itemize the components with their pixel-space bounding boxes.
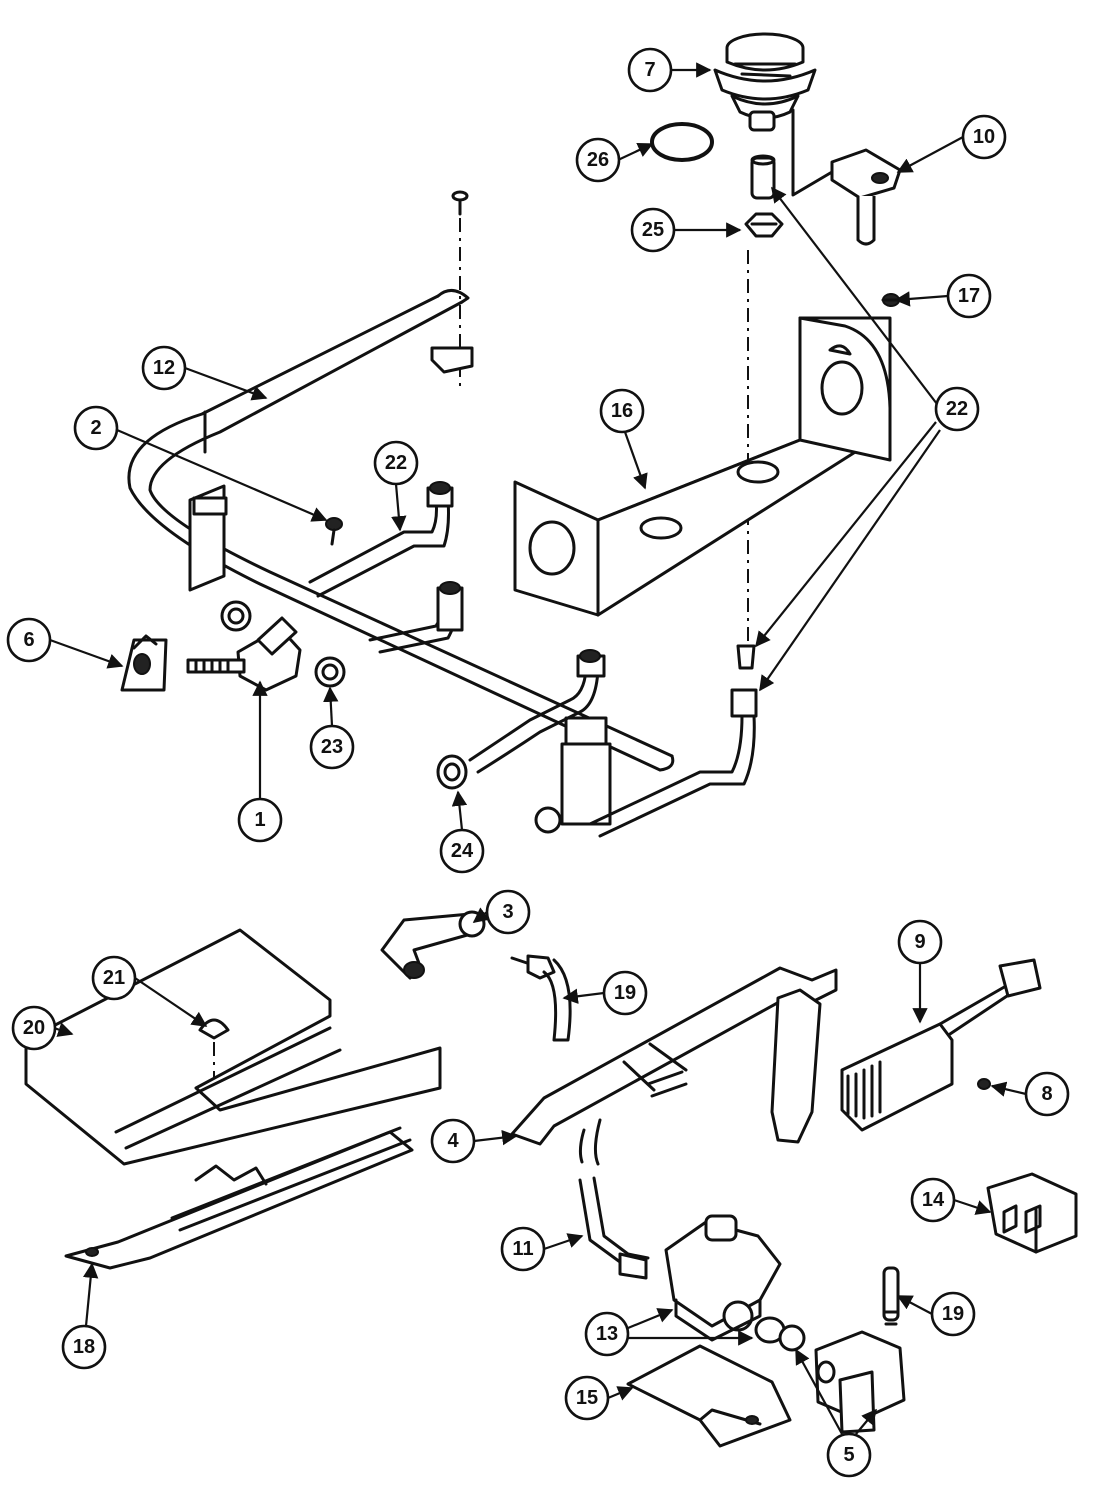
callout-2: 2 [73, 405, 119, 451]
callout-23: 23 [309, 724, 355, 770]
svg-text:9: 9 [914, 931, 925, 953]
svg-text:5: 5 [843, 1444, 854, 1466]
spring-clip-part [120, 634, 168, 692]
callout-11: 11 [500, 1226, 546, 1272]
safety-valve-part [814, 1330, 906, 1434]
broil-burner-part [64, 1126, 414, 1270]
tube-19-upper-part [510, 954, 572, 1042]
svg-text:2: 2 [90, 417, 101, 439]
burner-tube-4-part [588, 644, 758, 838]
callout-22-right: 22 [934, 386, 980, 432]
callout-group: 1 2 3 4 5 5 6 7 8 9 10 11 12 13 13 14 15… [6, 47, 1070, 1478]
manifold-pipe-part [127, 289, 675, 826]
callout-6: 6 [6, 617, 52, 663]
elbow-fitting-part [380, 910, 486, 980]
callout-19-upper: 19 [602, 970, 648, 1016]
tube-19-lower-part [882, 1266, 900, 1326]
svg-text:12: 12 [153, 357, 175, 379]
burner-tube-1-part [308, 481, 454, 598]
callout-17: 17 [946, 273, 992, 319]
oven-burner-part [510, 966, 838, 1166]
svg-text:7: 7 [644, 59, 655, 81]
svg-text:25: 25 [642, 219, 664, 241]
electrode-bracket-part [791, 108, 902, 246]
svg-text:26: 26 [587, 149, 609, 171]
heat-shield-part [24, 928, 442, 1166]
svg-text:22: 22 [385, 452, 407, 474]
switch-part [986, 1172, 1078, 1254]
callout-19-lower: 19 [930, 1291, 976, 1337]
top-burner-part [713, 32, 817, 132]
svg-text:21: 21 [103, 967, 125, 989]
svg-text:16: 16 [611, 400, 633, 422]
svg-text:18: 18 [73, 1336, 95, 1358]
callout-3: 3 [485, 889, 531, 935]
svg-text:13: 13 [596, 1323, 618, 1345]
callout-22-left: 22 [373, 440, 419, 486]
callout-14: 14 [910, 1177, 956, 1223]
callout-13: 13 [584, 1311, 630, 1357]
callout-5: 5 [826, 1432, 872, 1478]
o-ring-part [650, 122, 714, 162]
svg-text:11: 11 [512, 1238, 533, 1260]
svg-text:14: 14 [922, 1189, 945, 1211]
valve-part [186, 616, 302, 692]
callout-21: 21 [91, 955, 137, 1001]
bracket-plate-part [626, 1344, 792, 1448]
burner-bracket-part [513, 316, 892, 617]
svg-text:17: 17 [958, 285, 980, 307]
burner-tube-3-part [468, 649, 606, 774]
fitting-nut-24-part [436, 754, 468, 790]
fitting-nut-23-part [314, 656, 346, 688]
svg-text:23: 23 [321, 736, 343, 758]
svg-text:6: 6 [23, 629, 34, 651]
callout-10: 10 [961, 114, 1007, 160]
ignition-module-part [840, 958, 1042, 1132]
svg-text:8: 8 [1041, 1083, 1052, 1105]
callout-24: 24 [439, 828, 485, 874]
callout-7: 7 [627, 47, 673, 93]
orifice-holder-part [750, 154, 776, 200]
connector-fitting-part [754, 1316, 806, 1352]
manifold-screw-part [325, 517, 343, 546]
tube-11-part [578, 1176, 650, 1280]
callout-26: 26 [575, 137, 621, 183]
svg-text:10: 10 [973, 126, 995, 148]
callout-16: 16 [599, 388, 645, 434]
callout-20: 20 [11, 1005, 57, 1051]
callout-1: 1 [237, 797, 283, 843]
svg-text:3: 3 [502, 901, 513, 923]
svg-text:4: 4 [447, 1130, 459, 1152]
svg-text:19: 19 [942, 1303, 964, 1325]
callout-8: 8 [1024, 1071, 1070, 1117]
svg-text:20: 20 [23, 1017, 45, 1039]
svg-text:24: 24 [451, 840, 474, 862]
callout-12: 12 [141, 345, 187, 391]
screw-8-part [977, 1078, 991, 1090]
burner-tube-2-part [368, 581, 464, 654]
callout-18: 18 [61, 1324, 107, 1370]
regulator-part [664, 1214, 782, 1342]
fitting-nut-bottom-part [534, 806, 562, 834]
top-screw-part [451, 190, 469, 216]
svg-text:1: 1 [254, 809, 265, 831]
callout-25: 25 [630, 207, 676, 253]
callout-9: 9 [897, 919, 943, 965]
fitting-nut-left-part [220, 600, 252, 632]
svg-text:19: 19 [614, 982, 636, 1004]
hex-nut-part [744, 212, 784, 238]
svg-text:15: 15 [576, 1387, 598, 1409]
callout-4: 4 [430, 1118, 476, 1164]
svg-text:22: 22 [946, 398, 968, 420]
callout-15: 15 [564, 1375, 610, 1421]
